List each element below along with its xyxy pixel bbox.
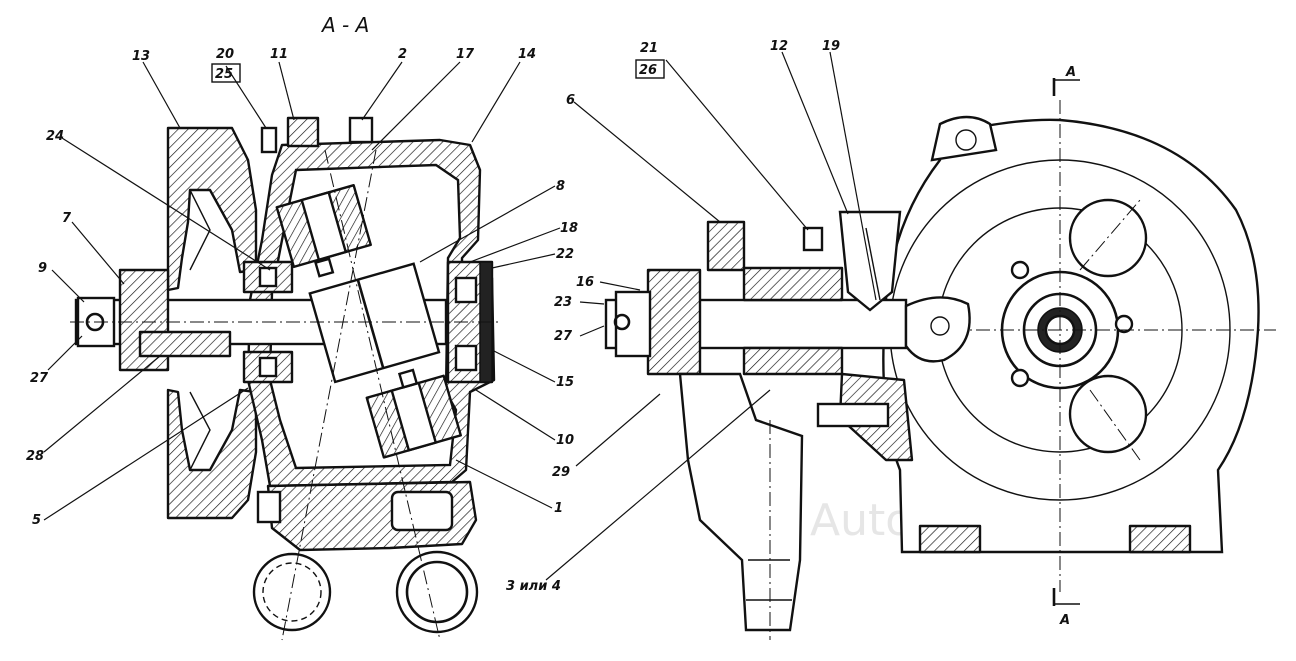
label-29: 29 bbox=[552, 465, 570, 480]
label-19: 19 bbox=[822, 39, 840, 54]
bolt-lower bbox=[816, 402, 890, 428]
foot-right bbox=[1128, 524, 1192, 554]
leader-lines bbox=[43, 51, 877, 581]
label-12: 12 bbox=[770, 39, 788, 54]
label-24: 24 bbox=[46, 129, 64, 144]
side-nut-16 bbox=[614, 290, 652, 358]
mount-tube-left bbox=[252, 552, 332, 632]
filler-plug-2 bbox=[348, 116, 374, 144]
lug-lower bbox=[1068, 374, 1148, 454]
left-section-view bbox=[70, 116, 500, 641]
bolt-21 bbox=[802, 226, 824, 252]
section-mark-top: A bbox=[1065, 65, 1076, 80]
pulley-13-lower bbox=[166, 388, 258, 520]
label-27-right: 27 bbox=[554, 329, 573, 344]
label-8: 8 bbox=[556, 179, 565, 194]
drain-bolt bbox=[256, 490, 282, 524]
label-26: 26 bbox=[639, 63, 657, 78]
pulley-13 bbox=[166, 126, 258, 292]
label-9: 9 bbox=[38, 261, 47, 276]
label-22: 22 bbox=[556, 247, 574, 262]
label-13: 13 bbox=[132, 49, 150, 64]
side-cotter-27 bbox=[613, 313, 631, 331]
bracket-12 bbox=[838, 210, 902, 312]
label-23: 23 bbox=[554, 295, 572, 310]
mount-tube-right bbox=[395, 550, 479, 634]
foot-left bbox=[918, 524, 982, 554]
label-2: 2 bbox=[398, 47, 407, 62]
label-1: 1 bbox=[554, 501, 563, 516]
label-28: 28 bbox=[26, 449, 44, 464]
arm-ear bbox=[904, 296, 971, 363]
right-side-view bbox=[604, 78, 1276, 640]
worm-gear-assembly bbox=[275, 184, 462, 459]
label-20: 20 bbox=[216, 47, 234, 62]
top-ear bbox=[930, 115, 998, 162]
section-title: А - А bbox=[320, 13, 369, 37]
side-boss-6 bbox=[706, 220, 746, 272]
label-16: 16 bbox=[576, 275, 594, 290]
label-15: 15 bbox=[556, 375, 574, 390]
label-27-left: 27 bbox=[30, 371, 49, 386]
label-25: 25 bbox=[215, 67, 233, 82]
side-hub bbox=[646, 268, 702, 376]
label-18: 18 bbox=[560, 221, 578, 236]
base-window bbox=[390, 490, 454, 532]
key-28 bbox=[138, 330, 232, 358]
label-11: 11 bbox=[270, 47, 288, 62]
bolt-11 bbox=[286, 116, 320, 148]
washer-20 bbox=[260, 126, 278, 154]
section-mark-bottom: A bbox=[1059, 613, 1070, 628]
bushing-lower bbox=[742, 346, 844, 376]
label-6: 6 bbox=[566, 93, 575, 108]
label-3-or-4: 3 или 4 bbox=[506, 579, 561, 594]
label-17: 17 bbox=[456, 47, 475, 62]
label-21: 21 bbox=[640, 41, 658, 56]
label-5: 5 bbox=[32, 513, 41, 528]
label-7: 7 bbox=[62, 211, 72, 226]
label-14: 14 bbox=[518, 47, 536, 62]
label-10: 10 bbox=[556, 433, 574, 448]
bushing-upper bbox=[742, 266, 844, 302]
part-labels: А - А 13 20 25 11 2 17 14 24 8 18 22 7 9… bbox=[26, 13, 1076, 628]
pitman-arm bbox=[678, 372, 804, 632]
